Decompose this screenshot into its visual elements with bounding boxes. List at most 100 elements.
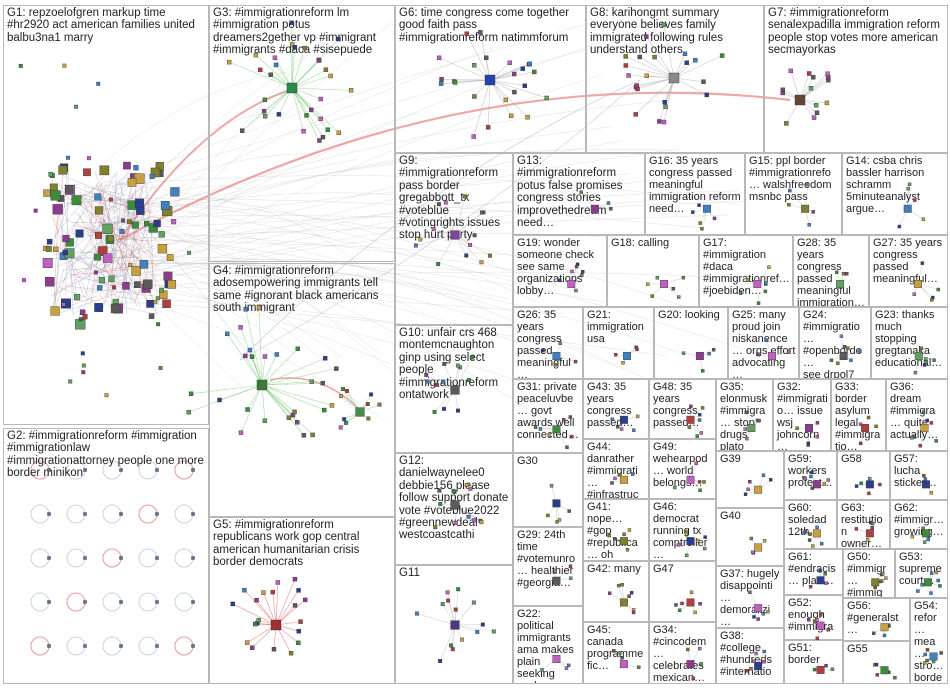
cross-group-edge	[116, 111, 419, 265]
node	[155, 296, 160, 301]
hub-node	[816, 621, 825, 630]
node	[99, 165, 110, 176]
group-box-g56: G56: #generalst…	[843, 598, 910, 641]
node	[238, 430, 244, 435]
group-box-g13: G13: #immigrationreform potus false prom…	[513, 153, 645, 235]
edge	[101, 169, 131, 202]
node	[98, 277, 105, 284]
node	[686, 647, 690, 652]
node	[296, 588, 301, 593]
node	[538, 427, 543, 431]
node	[43, 189, 51, 197]
node	[484, 55, 489, 60]
node	[750, 550, 755, 554]
group-box-g44: G44: danrather #immigrati… #infrastruc…	[583, 439, 649, 499]
node	[22, 278, 26, 283]
node	[815, 618, 819, 622]
edge	[487, 79, 491, 128]
node	[829, 358, 834, 362]
group-box-g11: G11	[395, 565, 513, 684]
node	[242, 587, 247, 593]
node	[112, 285, 117, 290]
cross-group-edge	[119, 100, 665, 221]
cross-group-edge	[139, 258, 482, 302]
node	[436, 262, 441, 267]
node	[929, 491, 933, 495]
node	[845, 272, 849, 276]
cross-group-edge	[109, 37, 325, 289]
node	[610, 417, 614, 421]
node	[191, 512, 195, 516]
node	[97, 285, 103, 291]
node	[697, 418, 702, 422]
node	[931, 659, 936, 664]
node	[825, 71, 830, 76]
node	[570, 269, 574, 274]
group-box-g22: G22: political immigrants ama makes plai…	[513, 606, 583, 684]
node	[839, 334, 844, 338]
group-box-g5: G5: #immigrationreform republicans work …	[209, 517, 395, 684]
hub-node	[914, 280, 922, 288]
node	[616, 583, 621, 588]
group-box-g63: G63: restitution owner…	[837, 500, 890, 549]
group-box-g8: G8: karihongmt summary everyone believes…	[586, 5, 764, 153]
cross-group-edge	[124, 232, 579, 283]
node	[684, 532, 689, 536]
cross-group-edge	[69, 250, 530, 346]
node	[703, 535, 707, 539]
group-label: G21: immigration usa	[587, 309, 644, 345]
node	[924, 360, 929, 364]
hub-node	[903, 204, 912, 213]
hub-node	[754, 662, 763, 671]
edge	[100, 244, 159, 266]
edge	[291, 38, 339, 89]
edge	[75, 186, 138, 212]
node	[938, 584, 942, 588]
node	[249, 354, 255, 359]
edge	[119, 237, 145, 271]
node	[94, 193, 102, 201]
edge	[191, 384, 263, 395]
group-box-g2: G2: #immigrationreform #immigration #imm…	[3, 428, 209, 684]
node	[47, 600, 51, 604]
node	[348, 88, 354, 93]
node	[446, 598, 451, 603]
edge	[72, 178, 152, 250]
node	[633, 112, 638, 117]
node	[627, 594, 631, 598]
node	[698, 602, 702, 606]
node	[139, 260, 149, 269]
node	[261, 590, 266, 595]
node	[320, 380, 325, 386]
node	[468, 486, 473, 491]
group-box-g37: G37: hugely disappointi… demoralizi… enr…	[716, 566, 784, 628]
group-box-g54: G54: refor… mea… stro… border…	[910, 598, 948, 684]
node	[302, 45, 307, 51]
group-box-g25: G25: many proud join niskanence… orgs ef…	[728, 307, 799, 379]
hub-node	[450, 230, 460, 240]
group-box-g26: G26: 35 years congress passed meaningful…	[513, 307, 583, 379]
group-label: G17: #immigration #daca #immigrationref……	[703, 237, 790, 297]
node	[761, 612, 765, 616]
node	[854, 484, 859, 488]
node	[701, 369, 705, 373]
node	[756, 352, 760, 356]
node	[243, 353, 248, 359]
node	[897, 224, 902, 229]
node	[812, 620, 817, 624]
group-box-g16: G16: 35 years congress passed meaningful…	[645, 153, 745, 235]
group-box-g40: G40	[716, 508, 784, 566]
edge	[426, 374, 456, 391]
group-box-g62: G62: #immigr… growing…	[890, 500, 948, 549]
node	[662, 99, 667, 105]
edge	[85, 205, 104, 299]
node	[440, 602, 445, 607]
node	[655, 276, 660, 280]
node	[846, 346, 850, 350]
node	[322, 356, 328, 361]
node	[155, 556, 159, 560]
group-box-g4: G4: #immigrationreform adosempowering im…	[209, 263, 395, 517]
hub-node	[450, 500, 460, 510]
node	[475, 629, 480, 634]
